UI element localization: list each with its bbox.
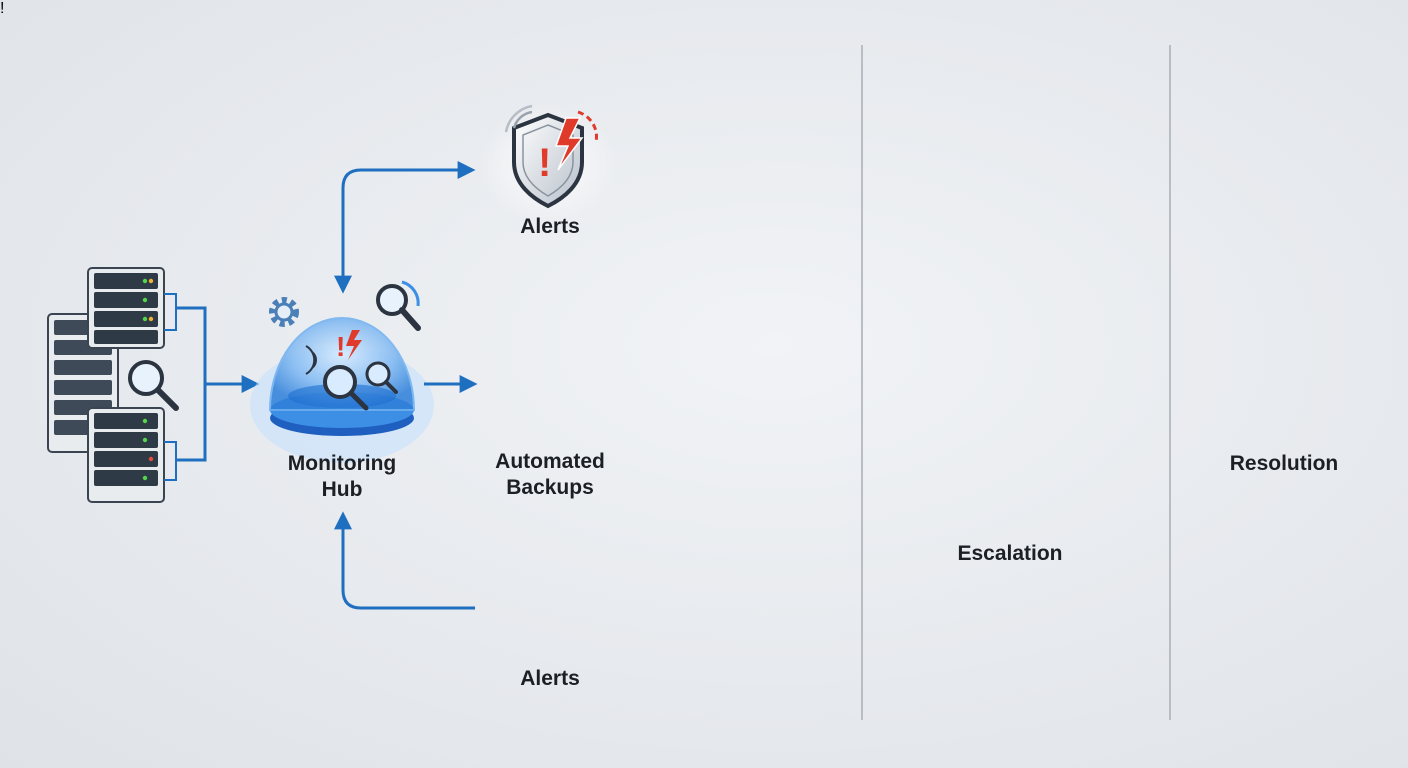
alerts-top-label: Alerts: [520, 215, 580, 238]
flow-arrow-backups-to-decision: !: [0, 0, 1338, 690]
alert-shield-icon-top: !: [478, 104, 618, 224]
alert-shield-icon-bottom: !: [0, 0, 5, 17]
resolution-label: Resolution: [1229, 452, 1339, 475]
svg-text:!: !: [336, 331, 345, 362]
svg-text:!: !: [538, 141, 551, 185]
flow-arrow-alerts-top-to-decision: !: [0, 0, 1338, 690]
flow-arrow-servers-to-hub: [176, 306, 260, 462]
monitoring-dome-icon: !: [250, 280, 434, 463]
monitoring-hub-label: Monitoring Hub: [287, 452, 397, 501]
automated-backups-label: Automated Backups: [495, 450, 605, 499]
escalation-label: Escalation: [957, 542, 1063, 565]
flow-arrow-alerts-bottom-to-hub: [334, 511, 475, 610]
flow-arrow-hub-to-alerts-top: [334, 161, 476, 294]
alerts-bottom-label: Alerts: [520, 667, 580, 690]
server-rack-icon: [47, 267, 179, 503]
